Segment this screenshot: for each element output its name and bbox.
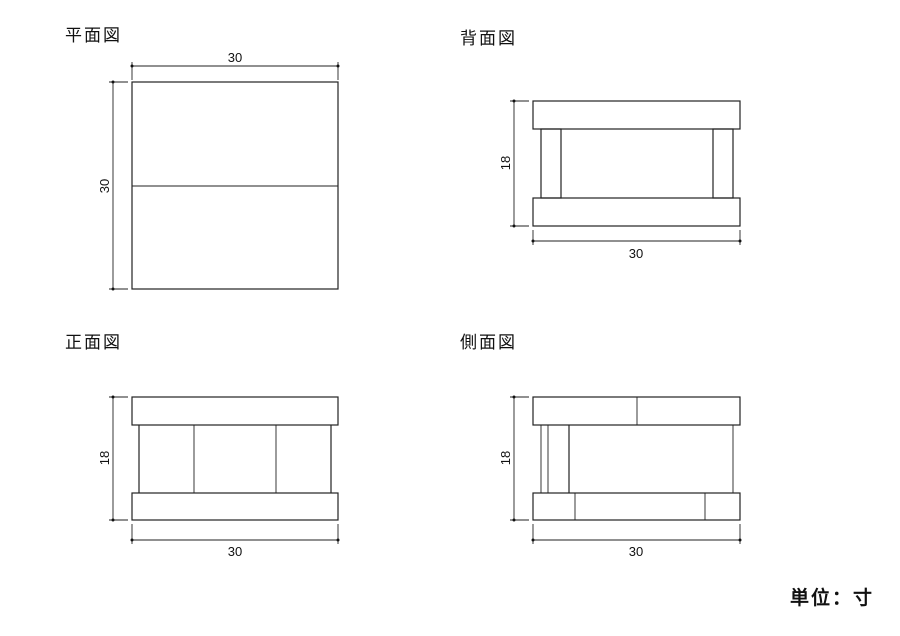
front-width-dimension: 30 bbox=[130, 524, 340, 559]
side-height-dimension: 18 bbox=[498, 395, 529, 522]
side-view-title: 側面図 bbox=[460, 333, 517, 353]
plan-view-title: 平面図 bbox=[65, 26, 122, 46]
back-width-dimension: 30 bbox=[531, 230, 742, 261]
back-right-post bbox=[712, 128, 734, 199]
unit-note: 単位：寸 bbox=[790, 586, 874, 609]
plan-width-label: 30 bbox=[228, 50, 242, 65]
side-top-board bbox=[532, 396, 741, 426]
back-view-title: 背面図 bbox=[460, 29, 517, 49]
back-height-label: 18 bbox=[498, 156, 513, 170]
plan-depth-label: 30 bbox=[97, 179, 112, 193]
front-width-label: 30 bbox=[228, 544, 242, 559]
front-height-label: 18 bbox=[97, 451, 112, 465]
back-height-dimension: 18 bbox=[498, 99, 529, 228]
back-view: 背面図 18 30 bbox=[460, 29, 742, 261]
back-left-post bbox=[540, 128, 562, 199]
back-width-label: 30 bbox=[629, 246, 643, 261]
side-width-label: 30 bbox=[629, 544, 643, 559]
front-view-title: 正面図 bbox=[65, 333, 122, 353]
front-height-dimension: 18 bbox=[97, 395, 128, 522]
side-width-dimension: 30 bbox=[531, 524, 742, 559]
front-top-board bbox=[131, 396, 339, 426]
plan-outline bbox=[131, 81, 339, 290]
plan-depth-dimension: 30 bbox=[97, 80, 128, 291]
plan-width-dimension: 30 bbox=[130, 50, 340, 80]
front-view: 正面図 18 30 bbox=[65, 333, 340, 559]
side-bottom-board bbox=[532, 492, 741, 521]
back-bottom-board bbox=[532, 197, 741, 227]
side-view: 側面図 18 30 bbox=[460, 333, 742, 559]
front-bottom-board bbox=[131, 492, 339, 521]
side-height-label: 18 bbox=[498, 451, 513, 465]
back-top-board bbox=[532, 100, 741, 130]
plan-view: 平面図 30 30 bbox=[65, 26, 340, 291]
